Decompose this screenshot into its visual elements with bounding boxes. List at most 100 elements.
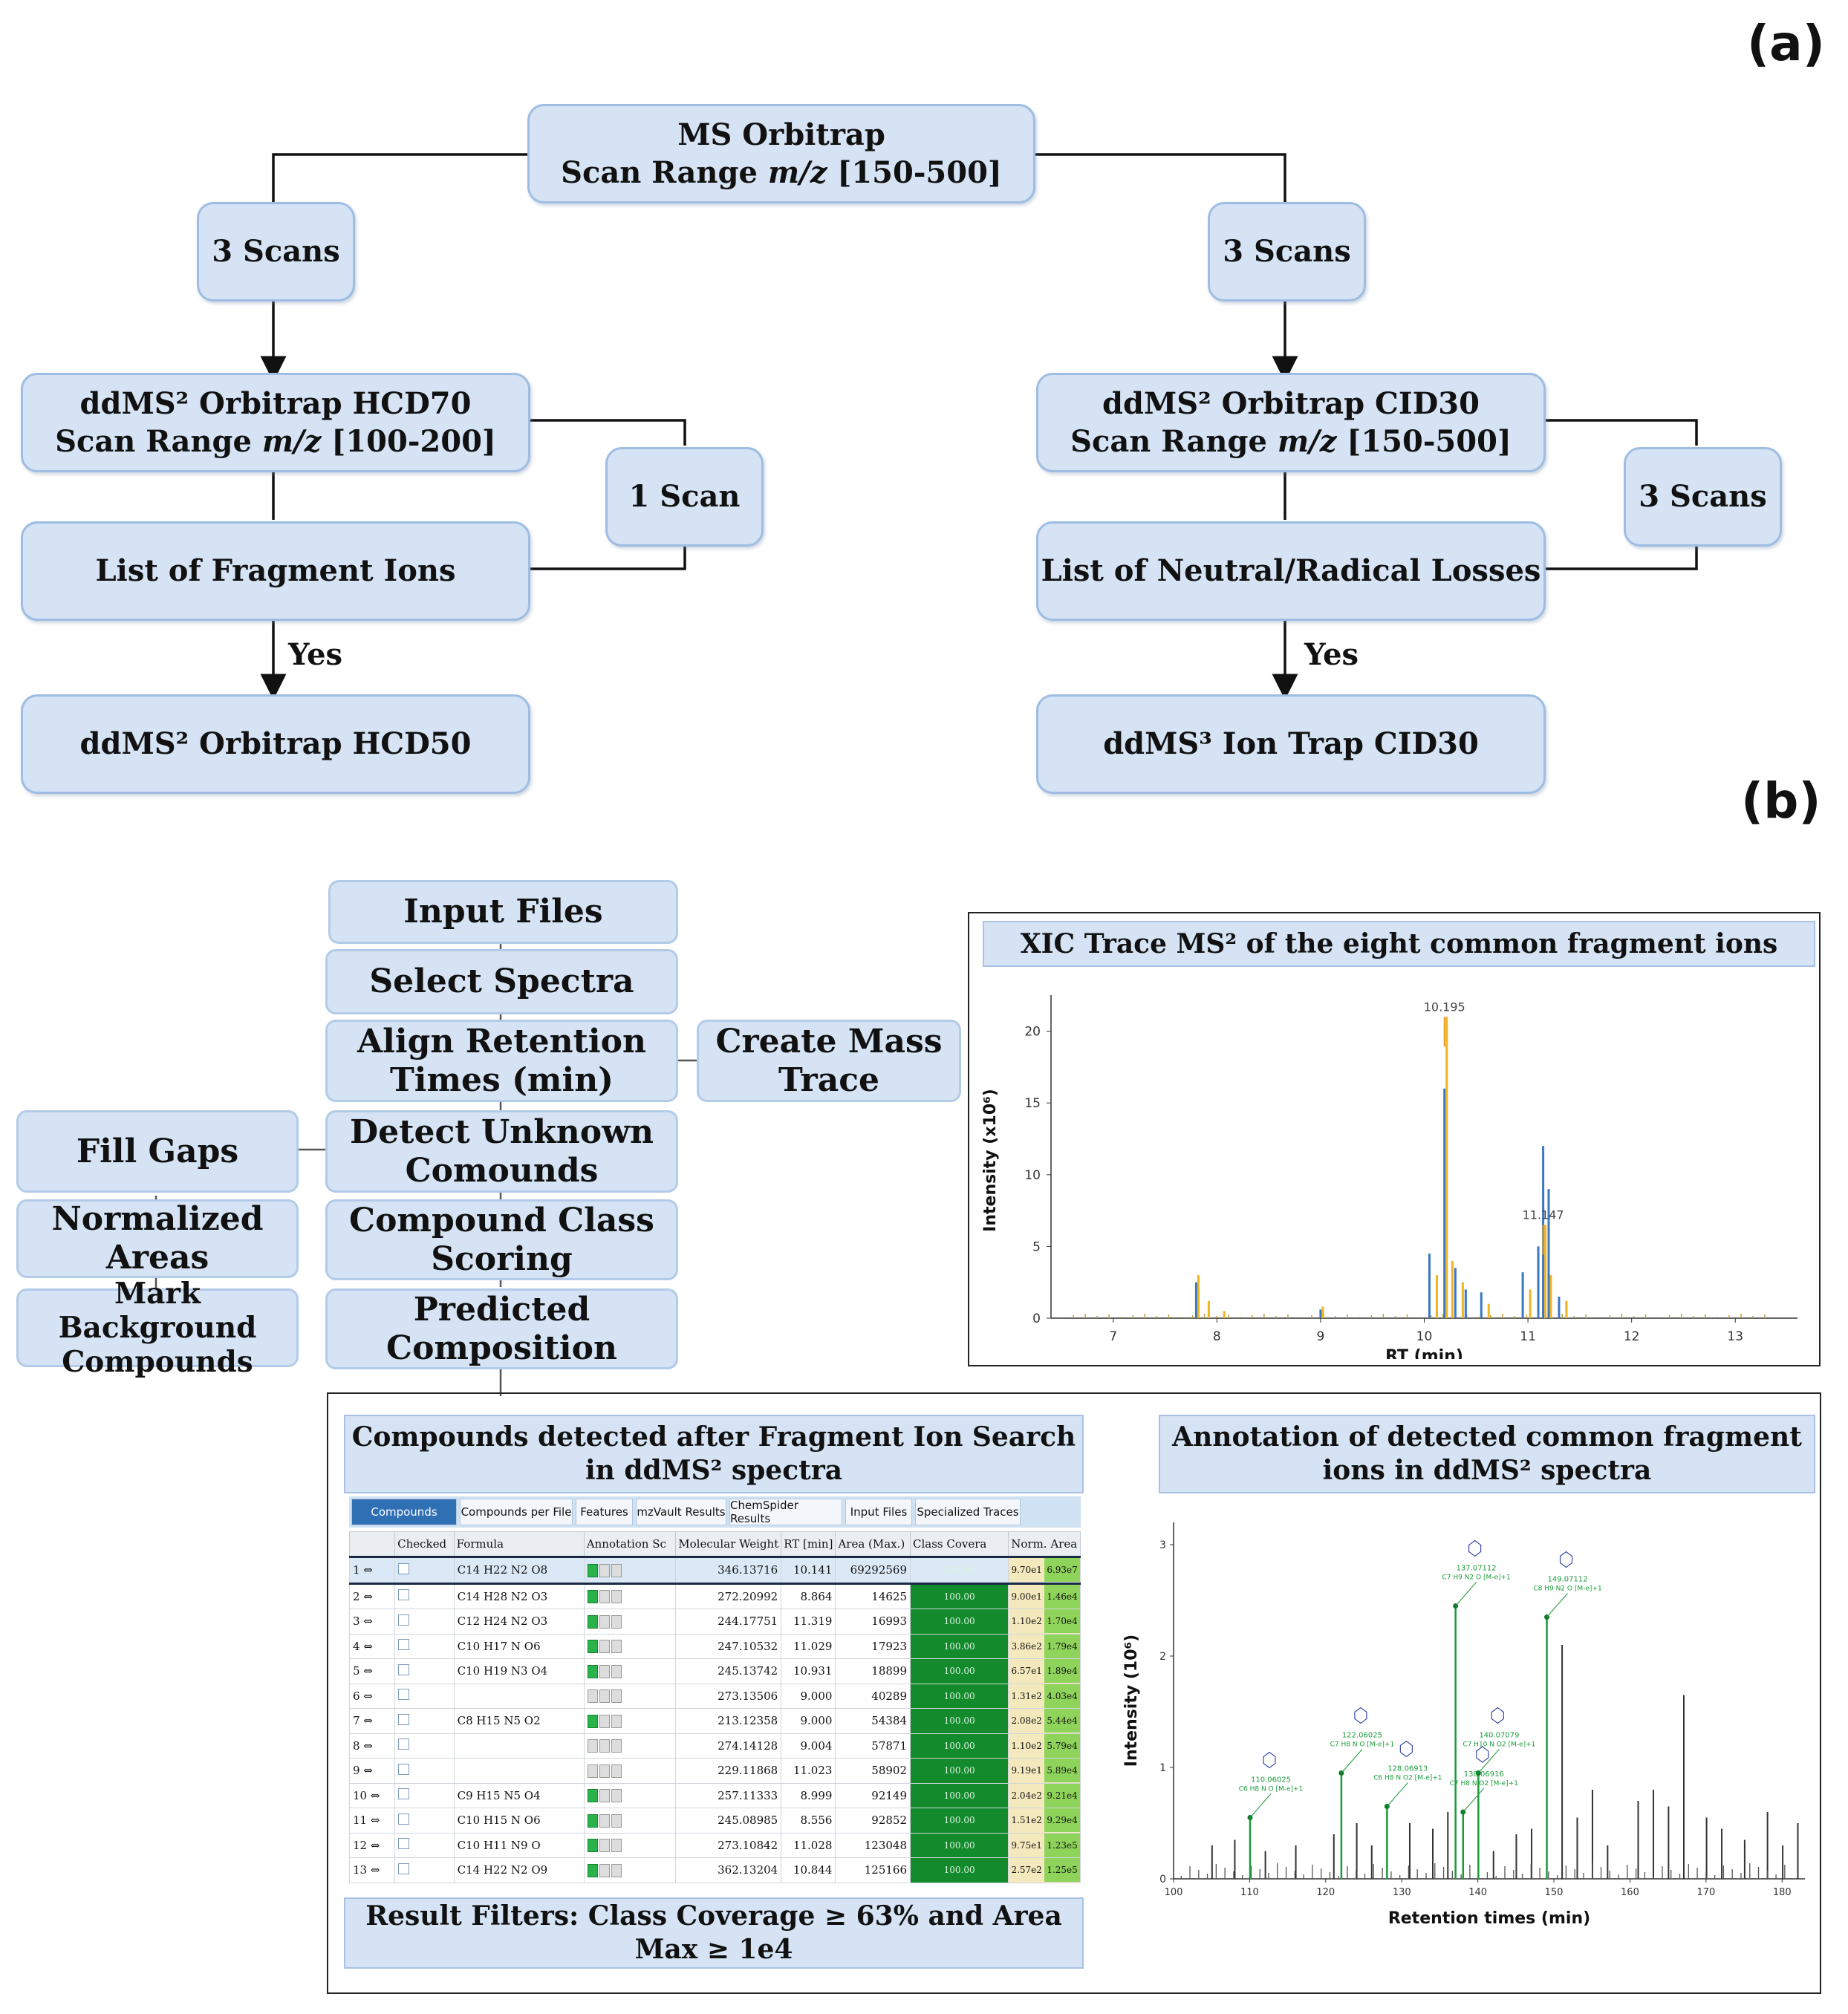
create-mass-trace-label: Create Mass Trace <box>715 1022 943 1099</box>
normalized-areas-label: Normalized Areas <box>51 1200 264 1277</box>
table-cell: 125166 <box>835 1857 911 1883</box>
table-cell: 1 ⇔ <box>348 1556 396 1585</box>
tab-compounds[interactable]: Compounds <box>351 1499 457 1525</box>
table-header[interactable]: Area (Max.) <box>835 1531 911 1557</box>
table-cell: 7 ⇔ <box>348 1708 396 1734</box>
hcd70-box: ddMS² Orbitrap HCD70 Scan Range m/z [100… <box>21 373 530 472</box>
table-cell: C10 H19 N3 O4 <box>453 1658 585 1684</box>
table-cell: 123048 <box>835 1832 911 1858</box>
table-cell: 8.864 <box>781 1583 836 1609</box>
ms-orbitrap-box: MS Orbitrap Scan Range m/z [150-500] <box>527 104 1035 203</box>
tab-mzvault-results[interactable]: mzVault Results <box>636 1499 726 1525</box>
norm-area-b: 9.21e4 <box>1044 1783 1080 1808</box>
table-cell: 274.14128 <box>675 1733 782 1759</box>
table-header[interactable]: Formula <box>453 1531 585 1557</box>
create-mass-trace-box: Create Mass Trace <box>697 1020 961 1102</box>
xic-x-tick-label: 11 <box>1520 1329 1536 1344</box>
annotation-indicator <box>587 1664 598 1678</box>
table-cell: 69292569 <box>835 1556 911 1585</box>
norm-area-b: 5.44e4 <box>1044 1709 1080 1733</box>
tab-compounds-per-file[interactable]: Compounds per File <box>460 1499 573 1525</box>
ms2-annotation-leader <box>1249 1793 1272 1818</box>
row-checkbox[interactable] <box>398 1689 410 1701</box>
row-checkbox[interactable] <box>398 1813 410 1825</box>
table-header[interactable]: Molecular Weight <box>675 1531 782 1557</box>
molecule-structure-icon <box>1559 1551 1573 1568</box>
ms2-annotation-formula: C7 H10 N O2 [M-e]+1 <box>1463 1741 1535 1749</box>
panel-a-connectors <box>260 153 1698 700</box>
three-scans-loop-label: 3 Scans <box>1639 479 1767 515</box>
table-cell: 257.11333 <box>675 1782 782 1808</box>
table-cell: C10 H15 N O6 <box>453 1808 585 1834</box>
row-checkbox[interactable] <box>398 1663 410 1675</box>
table-cell: 273.13506 <box>675 1683 782 1709</box>
ms2-annotation-leader <box>1477 1749 1500 1773</box>
cid30-range-prefix: Scan Range <box>1070 424 1278 459</box>
ms2-annotation-leader <box>1455 1582 1477 1606</box>
annotation-indicator <box>587 1739 598 1753</box>
row-checkbox[interactable] <box>398 1788 410 1800</box>
row-checkbox[interactable] <box>398 1589 410 1601</box>
table-cell <box>583 1782 677 1808</box>
tab-features[interactable]: Features <box>576 1499 633 1525</box>
row-checkbox[interactable] <box>398 1614 410 1626</box>
table-header[interactable]: RT [min] <box>781 1531 836 1557</box>
xic-annotation-label: 10.195 <box>1424 1000 1465 1014</box>
annotation-indicator <box>587 1839 598 1853</box>
row-checkbox[interactable] <box>398 1639 410 1651</box>
tab-input-files[interactable]: Input Files <box>845 1499 912 1525</box>
row-checkbox[interactable] <box>398 1738 410 1750</box>
norm-area-b: 9.29e4 <box>1044 1808 1080 1833</box>
tab-chemspider-results[interactable]: ChemSpider Results <box>729 1499 842 1525</box>
table-header[interactable] <box>348 1531 396 1557</box>
table-cell: 54384 <box>835 1708 911 1734</box>
norm-area-a: 9.70e1 <box>1009 1559 1045 1582</box>
hcd50-box: ddMS² Orbitrap HCD50 <box>21 694 530 794</box>
select-spectra-box: Select Spectra <box>325 949 678 1014</box>
align-rt-box: Align Retention Times (min) <box>325 1020 678 1102</box>
row-checkbox[interactable] <box>398 1562 410 1574</box>
compound-class-label: Compound Class Scoring <box>349 1201 654 1278</box>
table-cell <box>583 1583 677 1609</box>
table-header[interactable]: Annotation Sc <box>583 1531 677 1557</box>
row-checkbox[interactable] <box>398 1713 410 1725</box>
tab-specialized-traces[interactable]: Specialized Traces <box>915 1499 1021 1525</box>
row-checkbox[interactable] <box>398 1763 410 1775</box>
table-header[interactable]: Checked <box>394 1531 455 1557</box>
hcd70-range-prefix: Scan Range <box>55 424 262 459</box>
ms2-annotation-label: 110.06025 <box>1251 1776 1291 1785</box>
ms-scan-range-value: [150-500] <box>827 155 1002 190</box>
norm-area-b: 1.70e4 <box>1044 1609 1080 1634</box>
table-cell: C14 H28 N2 O3 <box>453 1583 585 1609</box>
table-cell: 245.08985 <box>675 1808 782 1834</box>
ms2-annotation-label: 122.06025 <box>1342 1732 1382 1740</box>
molecule-structure-icon <box>1491 1707 1504 1724</box>
table-header[interactable]: Class Covera <box>910 1531 1009 1557</box>
table-cell: 100.00 <box>910 1758 1009 1784</box>
annotation-indicator <box>599 1714 610 1728</box>
table-cell: 100.00 <box>910 1782 1009 1808</box>
ms2-annotation-label: 128.06913 <box>1387 1765 1428 1773</box>
row-checkbox[interactable] <box>398 1838 410 1850</box>
row-checkbox[interactable] <box>398 1863 410 1874</box>
table-header[interactable]: Norm. Area <box>1008 1531 1081 1557</box>
ms-scan-range-mz: m/z <box>767 155 827 190</box>
norm-area-b: 1.89e4 <box>1044 1659 1080 1684</box>
compound-class-box: Compound Class Scoring <box>325 1199 678 1280</box>
table-cell: C10 H17 N O6 <box>453 1633 585 1659</box>
